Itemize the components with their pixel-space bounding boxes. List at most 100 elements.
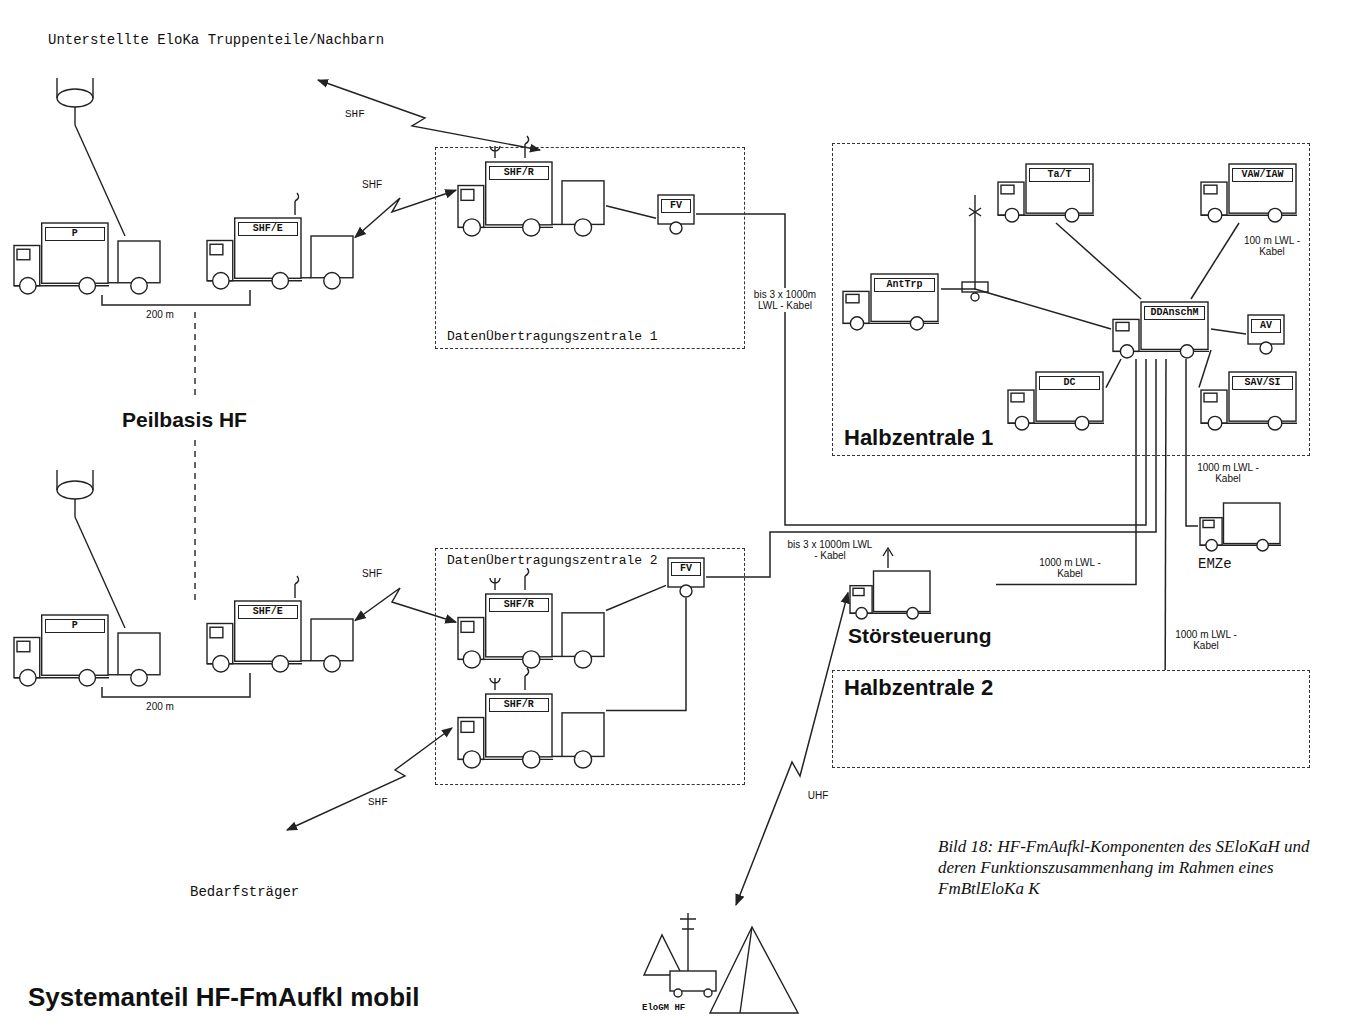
drawing-part: [463, 219, 480, 236]
vehicle-label: FV: [671, 562, 701, 576]
drawing-part: [1075, 416, 1089, 430]
vehicle-node: EMZe: [1198, 500, 1287, 574]
region-title: DatenÜbertragungszentrale 2: [444, 553, 661, 568]
drawing-part: [74, 107, 75, 125]
connector: [696, 214, 1146, 525]
annotation-label: Peilbasis HF: [122, 408, 247, 432]
drawing-part: [710, 927, 798, 1013]
drawing-part: [658, 195, 694, 224]
drawing-part: [1204, 393, 1217, 402]
drawing-part: [562, 181, 604, 225]
connector: [1106, 359, 1121, 388]
connector: [1164, 359, 1166, 670]
connector: [355, 588, 456, 622]
connector-label: 1000 m LWL - Kabel: [1191, 461, 1265, 485]
drawing-part: [461, 721, 474, 732]
drawing-part: [92, 470, 93, 490]
vehicle-node: FV: [656, 193, 696, 235]
drawing-part: [92, 78, 93, 98]
drawing-part: [907, 608, 918, 619]
drawing-part: [856, 608, 867, 619]
drawing-part: [108, 282, 118, 283]
vehicle-node: DDAnschM: [1111, 299, 1211, 359]
drawing-part: [670, 222, 682, 234]
vehicle-node: SHF/R: [456, 591, 606, 669]
connector: [355, 190, 456, 237]
vehicle-node: Ta/T: [996, 161, 1096, 223]
drawing-part: [57, 89, 93, 107]
drawing-part: [574, 219, 591, 236]
drawing-part: [1026, 164, 1093, 213]
connector-label: 100 m LWL - Kabel: [1239, 234, 1305, 258]
drawing-part: [969, 208, 981, 216]
drawing-part: [79, 278, 96, 295]
connector: [1186, 359, 1198, 526]
drawing-part: [562, 613, 604, 657]
drawing-part: [740, 927, 752, 1013]
annotation-label: SHF: [368, 796, 388, 808]
vehicle-node: SAV/SI: [1199, 369, 1299, 431]
drawing-part: [1206, 540, 1217, 551]
drawing-part: [853, 588, 864, 595]
drawing-part: [490, 568, 529, 590]
drawing-part: [301, 660, 311, 661]
drawing-part: [461, 621, 474, 632]
vehicle-drawing: [848, 568, 933, 620]
drawing-part: [1015, 416, 1029, 430]
vehicle-label: AV: [1251, 319, 1281, 333]
connector: [102, 673, 250, 697]
drawing-part: [213, 656, 230, 673]
vehicle-label: VAW/IAW: [1232, 168, 1293, 182]
drawing-part: [118, 633, 160, 675]
connector-label: 1000 m LWL - Kabel: [1033, 556, 1107, 580]
drawing-part: [1268, 208, 1282, 222]
connector: [606, 206, 656, 218]
drawing-part: [461, 189, 474, 200]
vehicle-node: AntTrp: [841, 271, 941, 331]
vehicle-node: SHF/E: [205, 598, 355, 673]
drawing-part: [668, 558, 704, 587]
drawing-part: [1257, 540, 1268, 551]
drawing-part: [463, 651, 480, 668]
vehicle-node: AV: [1246, 313, 1286, 355]
vehicle-node: P: [12, 612, 162, 687]
connector-label: UHF: [806, 789, 831, 802]
drawing-part: [490, 668, 529, 690]
vehicle-label: FV: [661, 199, 691, 213]
drawing-part: [79, 670, 96, 687]
diagram-title: Systemanteil HF-FmAufkl mobil: [28, 982, 420, 1013]
drawing-part: [1203, 520, 1214, 527]
drawing-part: [295, 193, 299, 215]
vehicle-label: EloGM HF: [642, 1003, 685, 1013]
drawing-part: [20, 670, 37, 687]
vehicle-node: FV: [666, 556, 706, 598]
drawing-part: [324, 273, 341, 290]
drawing-part: [75, 125, 125, 236]
vehicle-name: EMZe: [1198, 556, 1232, 572]
drawing-part: [311, 619, 353, 661]
drawing-part: [971, 293, 979, 301]
drawing-part: [1116, 322, 1129, 330]
connector: [706, 359, 1156, 577]
drawing-part: [1011, 393, 1024, 402]
connector-label: 200 m: [144, 308, 176, 321]
drawing-part: [887, 550, 888, 568]
drawing-part: [108, 674, 118, 675]
drawing-part: [56, 78, 57, 98]
drawing-part: [295, 576, 299, 598]
drawing-part: [210, 244, 223, 255]
vehicle-label: Ta/T: [1029, 168, 1090, 182]
drawing-part: [687, 913, 688, 971]
region-box: DatenÜbertragungszentrale 1SHF/RFV: [435, 147, 745, 349]
connector-label: SHF: [360, 567, 384, 580]
vehicle-node: SHF/R: [456, 159, 606, 237]
drawing-part: [42, 223, 108, 283]
connector: [1199, 350, 1211, 388]
vehicle-drawing: [640, 905, 800, 1015]
region-box: DatenÜbertragungszentrale 2FVSHF/RSHF/R: [435, 548, 745, 785]
drawing-part: [287, 728, 452, 830]
drawing-part: [1005, 208, 1019, 222]
drawing-part: [131, 670, 148, 687]
drawing-part: [301, 277, 311, 278]
